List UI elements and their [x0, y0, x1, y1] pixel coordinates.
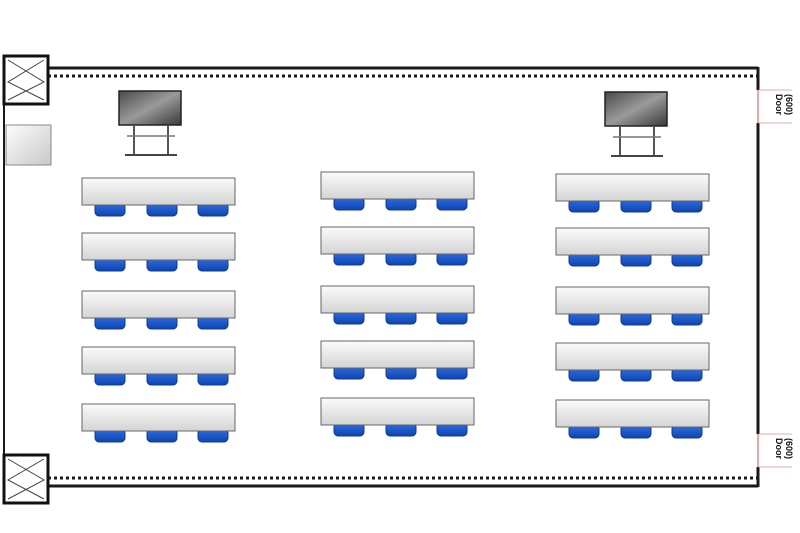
desk-row: [81, 403, 236, 443]
desk-table: [81, 290, 236, 319]
display-screen-icon: [118, 90, 182, 156]
room-walls: [3, 66, 760, 488]
corner-column-bottom: [2, 453, 50, 505]
desk-table: [320, 171, 475, 200]
door-label: Door: [774, 94, 784, 115]
desk-row: [81, 346, 236, 386]
desk-table: [555, 342, 710, 371]
door-bottom: Door (600): [757, 433, 794, 468]
desk-table: [555, 227, 710, 256]
desk-table: [81, 346, 236, 375]
desk-area: [81, 171, 710, 443]
desk-row: [320, 226, 475, 266]
door-label: Door: [774, 438, 784, 459]
desk-group-right: [555, 173, 710, 439]
desk-table: [555, 173, 710, 202]
desk-row: [320, 397, 475, 437]
desk-row: [81, 232, 236, 272]
desk-group-left: [81, 177, 236, 443]
corner-column-top: [2, 54, 50, 106]
display-screen-icon: [604, 91, 668, 157]
desk-table: [81, 177, 236, 206]
desk-row: [320, 340, 475, 380]
wall-cabinet: [5, 124, 52, 166]
desk-table: [81, 232, 236, 261]
desk-row: [320, 285, 475, 325]
desk-table: [555, 399, 710, 428]
door-top: Door (600): [757, 89, 794, 124]
door-width: (600): [784, 438, 794, 459]
desk-table: [320, 226, 475, 255]
desk-table: [81, 403, 236, 432]
desk-row: [555, 227, 710, 267]
desk-row: [555, 399, 710, 439]
desk-table: [320, 397, 475, 426]
desk-table: [320, 340, 475, 369]
desk-group-center: [320, 171, 475, 437]
desk-row: [81, 290, 236, 330]
desk-table: [320, 285, 475, 314]
desk-row: [555, 286, 710, 326]
desk-row: [81, 177, 236, 217]
door-width: (600): [784, 94, 794, 115]
desk-table: [555, 286, 710, 315]
desk-row: [555, 342, 710, 382]
desk-row: [320, 171, 475, 211]
desk-row: [555, 173, 710, 213]
